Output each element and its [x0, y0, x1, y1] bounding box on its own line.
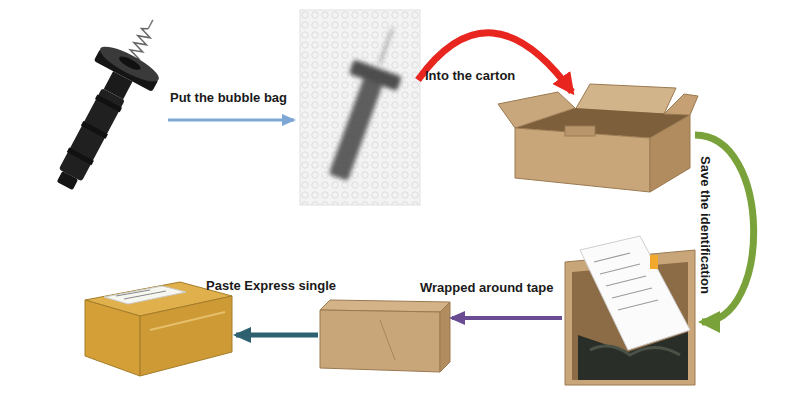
ignition-coil-part — [59, 88, 125, 181]
ignition-coil-part — [57, 171, 79, 190]
flow-arrows-part — [452, 316, 562, 320]
flow-arrows-part — [168, 119, 294, 122]
ignition-coil-part — [95, 95, 122, 113]
bubble-bag — [300, 10, 420, 205]
closed-carton-part — [320, 310, 440, 372]
flow-arrows-part — [695, 135, 754, 322]
bubble-bag-part-part — [329, 78, 383, 181]
closed-carton-part — [440, 302, 450, 372]
bubble-bag-part — [300, 10, 420, 205]
carton-with-paper-part-part — [612, 288, 652, 298]
ignition-coil-part — [117, 54, 142, 72]
taped-carton-part — [85, 300, 140, 376]
ignition-coil-part — [81, 121, 108, 139]
open-carton-part — [650, 115, 690, 192]
carton-with-paper-part — [594, 253, 658, 310]
carton-with-paper — [565, 236, 695, 385]
taped-carton — [85, 282, 232, 376]
carton-with-paper-part-part — [618, 300, 658, 310]
open-carton — [498, 84, 698, 192]
closed-carton — [320, 300, 450, 372]
carton-with-paper-part — [590, 346, 680, 355]
open-carton-part — [498, 92, 575, 128]
carton-with-paper-part — [578, 332, 688, 380]
open-carton-part — [664, 94, 698, 115]
step-label: Put the bubble bag — [170, 90, 287, 106]
bubble-bag-part — [300, 10, 420, 205]
carton-with-paper-part-part — [606, 276, 646, 286]
step-label: Save the identification — [697, 156, 713, 294]
flow-arrows-part — [418, 33, 572, 92]
open-carton-part — [515, 128, 650, 192]
taped-carton-part-part — [124, 291, 166, 299]
open-carton-part — [565, 126, 595, 136]
carton-with-paper-part — [650, 255, 658, 269]
taped-carton-part — [140, 296, 232, 376]
carton-with-paper-part — [580, 236, 690, 350]
carton-with-paper-part-part — [594, 253, 630, 262]
flow-arrows — [168, 33, 754, 335]
step-label: Paste Express single — [206, 278, 336, 294]
ignition-coil-part — [67, 148, 94, 166]
taped-carton-part — [104, 286, 186, 304]
carton-with-paper-part-part — [600, 264, 640, 274]
step-label: Wrapped around tape — [420, 280, 553, 296]
bubble-bag-part-part — [379, 28, 392, 64]
taped-carton-part — [150, 312, 225, 330]
bubble-bag-part — [314, 19, 416, 186]
ignition-coil-part — [148, 20, 153, 29]
taped-carton-part — [116, 290, 166, 299]
ignition-coil — [35, 4, 182, 201]
step-label: Into the carton — [425, 68, 515, 84]
flow-arrows-part — [236, 333, 318, 338]
closed-carton-part — [380, 320, 395, 360]
